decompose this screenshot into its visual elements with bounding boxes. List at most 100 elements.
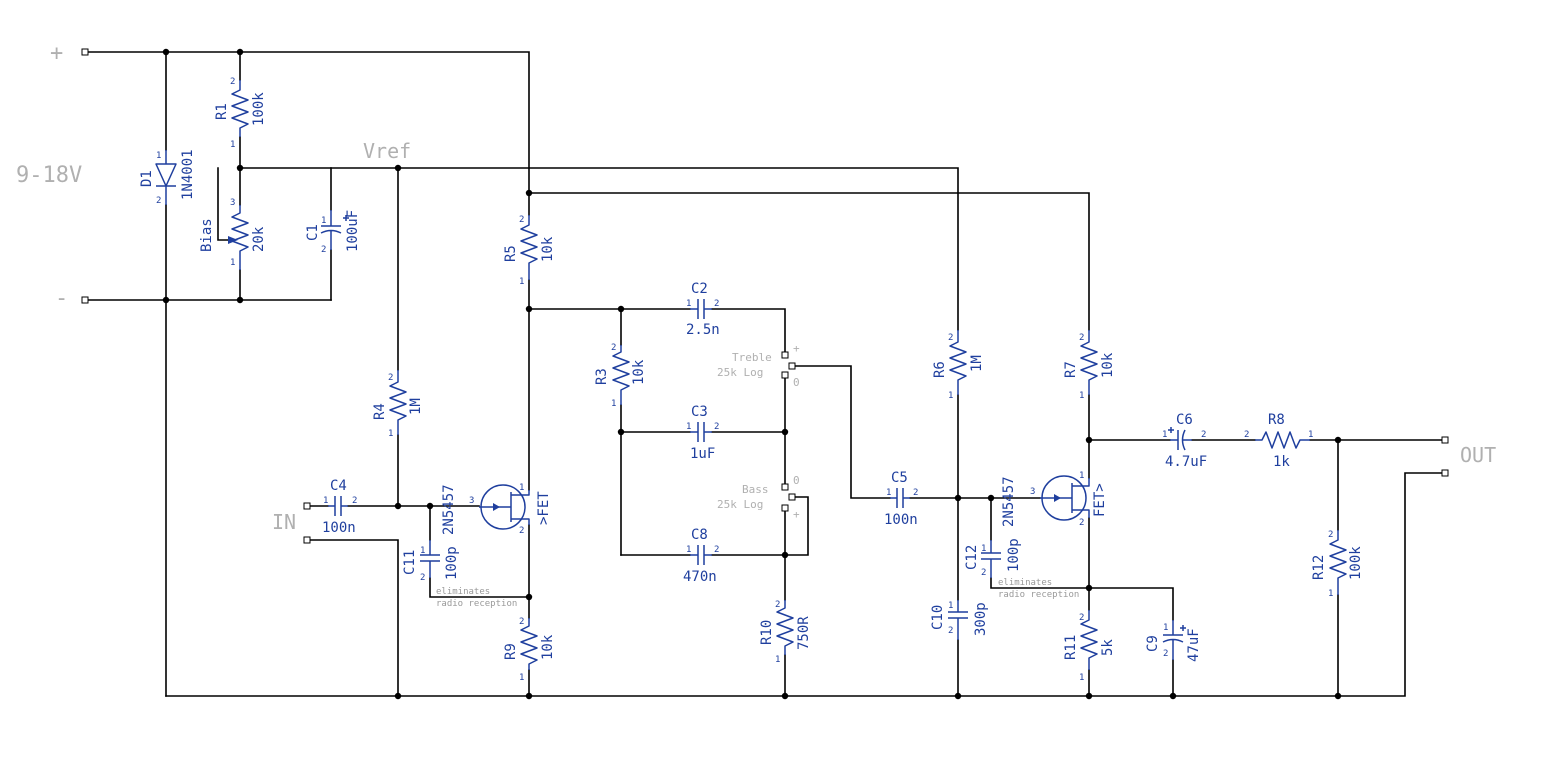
c2-value: 2.5n (686, 322, 720, 338)
pin-label: 2 (714, 422, 719, 432)
pin-label: 1 (1162, 430, 1167, 440)
r10-value: 750R (796, 616, 812, 650)
capacitor-c8 (690, 545, 712, 565)
pin-label: 1 (611, 399, 616, 409)
c4-ref: C4 (330, 478, 347, 494)
resistor-r9 (520, 618, 538, 670)
pin-label: 2 (321, 245, 326, 255)
treble-pot-name: Treble (732, 351, 772, 364)
diode-d1 (155, 150, 177, 205)
r3-ref: R3 (594, 368, 610, 385)
pin-label: 1 (388, 429, 393, 439)
input-label: IN (272, 510, 296, 534)
output-label: OUT (1460, 443, 1496, 467)
r11-ref: R11 (1063, 635, 1079, 660)
c11-ref: C11 (402, 550, 418, 575)
pin-label: 1 (519, 673, 524, 683)
treble-plus-mark: + (793, 342, 800, 355)
pin-label: 2 (948, 333, 953, 343)
capacitor-c5 (890, 488, 910, 508)
pin-label: 2 (1201, 430, 1206, 440)
r6-value: 1M (969, 355, 985, 372)
bias-value: 20k (251, 226, 267, 252)
r12-value: 100k (1348, 546, 1364, 580)
capacitor-c12 (981, 540, 1001, 578)
r9-value: 10k (540, 634, 556, 660)
trimmer-bias (228, 205, 249, 270)
r9-ref: R9 (503, 643, 519, 660)
r8-ref: R8 (1268, 412, 1285, 428)
note-eliminates-2: eliminates (998, 578, 1052, 588)
pin-label: 1 (156, 151, 161, 161)
pin-label: 1 (981, 544, 986, 554)
pin-label: 2 (611, 343, 616, 353)
treble-pot-value: 25k Log (717, 366, 763, 379)
pin-label: 3 (230, 198, 235, 208)
c3-value: 1uF (690, 446, 715, 462)
c3-ref: C3 (691, 404, 708, 420)
c11-value: 100p (444, 546, 460, 580)
minus-rail-label: - (55, 286, 68, 311)
c1-ref: C1 (305, 224, 321, 241)
r11-value: 5k (1100, 639, 1116, 656)
c6-ref: C6 (1176, 412, 1193, 428)
r7-ref: R7 (1063, 361, 1079, 378)
pin-label: 1 (323, 496, 328, 506)
c4-value: 100n (322, 520, 356, 536)
c8-value: 470n (683, 569, 717, 585)
r5-value: 10k (540, 236, 556, 262)
q1-ref: 2N5457 (441, 484, 457, 535)
resistor-r10 (776, 600, 794, 655)
r6-ref: R6 (932, 361, 948, 378)
plus-rail-label: + (50, 41, 63, 66)
supply-voltage-label: 9-18V (16, 163, 82, 188)
c9-value: 47uF (1186, 628, 1202, 662)
resistor-r8 (1255, 431, 1310, 449)
pin-label: 1 (1079, 673, 1084, 683)
pin-label: 1 (686, 545, 691, 555)
pin-label: 1 (948, 391, 953, 401)
resistor-r12 (1329, 530, 1347, 595)
capacitor-c6 (1168, 427, 1192, 451)
wires (84, 51, 1446, 697)
pin-label: 1 (775, 655, 780, 665)
resistor-r1 (231, 80, 249, 137)
resistor-r6 (949, 330, 967, 395)
pin-label: 1 (519, 277, 524, 287)
c5-value: 100n (884, 512, 918, 528)
c12-value: 100p (1006, 538, 1022, 572)
c6-value: 4.7uF (1165, 454, 1207, 470)
capacitor-c3 (690, 422, 712, 442)
pin-label: 1 (1079, 391, 1084, 401)
pin-label: 2 (156, 196, 161, 206)
pin-label: 2 (1163, 649, 1168, 659)
pin-label: 1 (230, 258, 235, 268)
bass-pot-value: 25k Log (717, 498, 763, 511)
note-radio-reception-2: radio reception (998, 590, 1079, 600)
c8-ref: C8 (691, 527, 708, 543)
c2-ref: C2 (691, 281, 708, 297)
r4-ref: R4 (372, 403, 388, 420)
capacitor-c11 (420, 540, 440, 578)
jfet-q1 (479, 484, 530, 530)
q2-ref: 2N5457 (1001, 476, 1017, 527)
r8-value: 1k (1273, 454, 1290, 470)
pin-label: 2 (1079, 333, 1084, 343)
pin-label: 3 (1030, 487, 1035, 497)
capacitor-c9 (1162, 620, 1186, 660)
pin-label: 1 (948, 601, 953, 611)
r12-ref: R12 (1311, 555, 1327, 580)
c10-value: 300p (973, 602, 989, 636)
bass-pot-name: Bass (742, 483, 769, 496)
resistor-r11 (1080, 610, 1098, 670)
capacitor-c2 (690, 299, 712, 319)
pin-label: 2 (948, 626, 953, 636)
d1-value: 1N4001 (180, 149, 196, 200)
pin-label: 1 (519, 483, 524, 493)
resistor-r3 (612, 345, 630, 405)
d1-ref: D1 (139, 170, 155, 187)
vref-label: Vref (363, 139, 411, 163)
pin-label: 2 (1244, 430, 1249, 440)
resistor-r5 (520, 215, 538, 280)
